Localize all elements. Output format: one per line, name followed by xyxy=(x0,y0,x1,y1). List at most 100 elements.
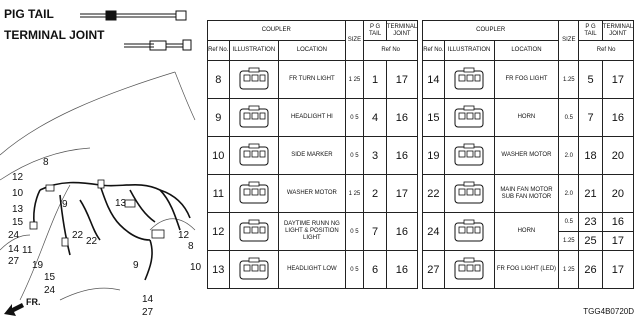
terminal-ref: 16 xyxy=(385,98,419,137)
connector-illustration-icon xyxy=(454,181,484,203)
terminal-ref: 17 xyxy=(601,250,635,289)
size-value: 0.5 xyxy=(558,212,580,232)
pigtail-ref: 25 xyxy=(578,231,603,251)
location-text: HORN xyxy=(493,98,560,137)
pigtail-icon xyxy=(80,10,187,21)
connector-illustration-icon xyxy=(239,143,269,165)
size-value: 1 25 xyxy=(344,174,365,213)
legend-pigtail: PIG TAIL xyxy=(4,7,54,21)
location-text: DAYTIME RUNN NG LIGHT & POSITION LIGHT xyxy=(278,212,346,251)
callout-label: 13 xyxy=(12,204,24,215)
pigtail-ref: 7 xyxy=(363,212,387,251)
pigtail-ref: 18 xyxy=(578,136,603,175)
ref-number: 19 xyxy=(422,136,445,175)
location-text: HEADLIGHT LOW xyxy=(278,250,346,289)
coupler-table-left: COUPLER SIZE P G TAIL TERMINAL JOINT Ref… xyxy=(207,20,419,289)
pigtail-ref: 3 xyxy=(363,136,387,175)
terminal-joint-header: TERMINAL JOINT xyxy=(385,20,419,41)
connector-illustration-icon xyxy=(239,257,269,279)
size-header: SIZE xyxy=(344,20,365,61)
ref-no-header: Ref No. xyxy=(207,40,230,61)
terminal-ref: 17 xyxy=(385,174,419,213)
size-value: 0 5 xyxy=(344,250,365,289)
size-value: 2.0 xyxy=(558,136,580,175)
location-text: WASHER MOTOR xyxy=(278,174,346,213)
ref-number: 11 xyxy=(207,174,230,213)
connector-illustration-icon xyxy=(239,219,269,241)
illustration-cell xyxy=(228,174,280,213)
illustration-cell xyxy=(228,250,280,289)
callout-label: 12 xyxy=(12,172,24,183)
pigtail-ref: 5 xyxy=(578,60,603,99)
ref-no-header: Ref No. xyxy=(422,40,445,61)
terminal-joint-header: TERMINAL JOINT xyxy=(601,20,635,41)
callout-label: 14 xyxy=(142,294,154,305)
terminal-ref: 17 xyxy=(385,60,419,99)
location-text: MAIN FAN MOTOR SUB FAN MOTOR xyxy=(493,174,560,213)
location-text: HEADLIGHT HI xyxy=(278,98,346,137)
coupler-header: COUPLER xyxy=(207,20,346,41)
front-arrow-icon: FR. xyxy=(4,297,41,316)
ref-number: 15 xyxy=(422,98,445,137)
illustration-header: ILLUSTRATION xyxy=(228,40,280,61)
callout-label: 22 xyxy=(86,236,98,247)
callout-label: 12 xyxy=(178,230,190,241)
connector-illustration-icon xyxy=(239,181,269,203)
callout-label: 10 xyxy=(12,188,24,199)
size-value: 0 5 xyxy=(344,98,365,137)
ref-number: 14 xyxy=(422,60,445,99)
illustration-cell xyxy=(228,98,280,137)
callout-label: 8 xyxy=(43,157,49,168)
connector-illustration-icon xyxy=(454,257,484,279)
terminal-ref: 16 xyxy=(601,98,635,137)
ref-number: 22 xyxy=(422,174,445,213)
connector-illustration-icon xyxy=(454,105,484,127)
location-text: WASHER MOTOR xyxy=(493,136,560,175)
front-label: FR. xyxy=(26,297,41,307)
callout-label: 9 xyxy=(62,199,68,210)
pigtail-ref: 26 xyxy=(578,250,603,289)
pigtail-ref: 21 xyxy=(578,174,603,213)
illustration-cell xyxy=(228,60,280,99)
pigtail-ref: 23 xyxy=(578,212,603,232)
ref-no-header-2: Ref No xyxy=(363,40,418,61)
pg-tail-header: P G TAIL xyxy=(578,20,603,41)
callout-label: 19 xyxy=(32,260,44,271)
size-value: 2.0 xyxy=(558,174,580,213)
pigtail-ref: 6 xyxy=(363,250,387,289)
callout-label: 11 xyxy=(22,245,33,256)
connector-illustration-icon xyxy=(454,143,484,165)
illustration-cell xyxy=(228,212,280,251)
pigtail-ref: 2 xyxy=(363,174,387,213)
wire-harness xyxy=(33,181,191,281)
vehicle-harness-diagram: 8 12 10 13 15 24 14 27 11 19 9 22 13 22 … xyxy=(0,71,202,318)
terminal-ref: 20 xyxy=(601,136,635,175)
terminal-ref: 16 xyxy=(385,250,419,289)
location-text: FR FOG LIGHT (LED) xyxy=(493,250,560,289)
location-text: SIDE MARKER xyxy=(278,136,346,175)
callout-label: 27 xyxy=(142,307,154,318)
illustration-header: ILLUSTRATION xyxy=(443,40,495,61)
ref-number: 24 xyxy=(422,212,445,251)
size-value: 1.25 xyxy=(558,60,580,99)
connector-illustration-icon xyxy=(239,105,269,127)
terminal-ref: 17 xyxy=(601,231,635,251)
location-text: FR TURN LIGHT xyxy=(278,60,346,99)
callout-label: 10 xyxy=(190,262,202,273)
size-header: SIZE xyxy=(558,20,580,61)
location-text: FR FOG LIGHT xyxy=(493,60,560,99)
size-value: 0 5 xyxy=(344,212,365,251)
callout-label: 27 xyxy=(8,256,20,267)
ref-number: 8 xyxy=(207,60,230,99)
connector-illustration-icon xyxy=(454,219,484,241)
illustration-cell xyxy=(443,250,495,289)
callout-label: 15 xyxy=(44,272,56,283)
pg-tail-header: P G TAIL xyxy=(363,20,387,41)
